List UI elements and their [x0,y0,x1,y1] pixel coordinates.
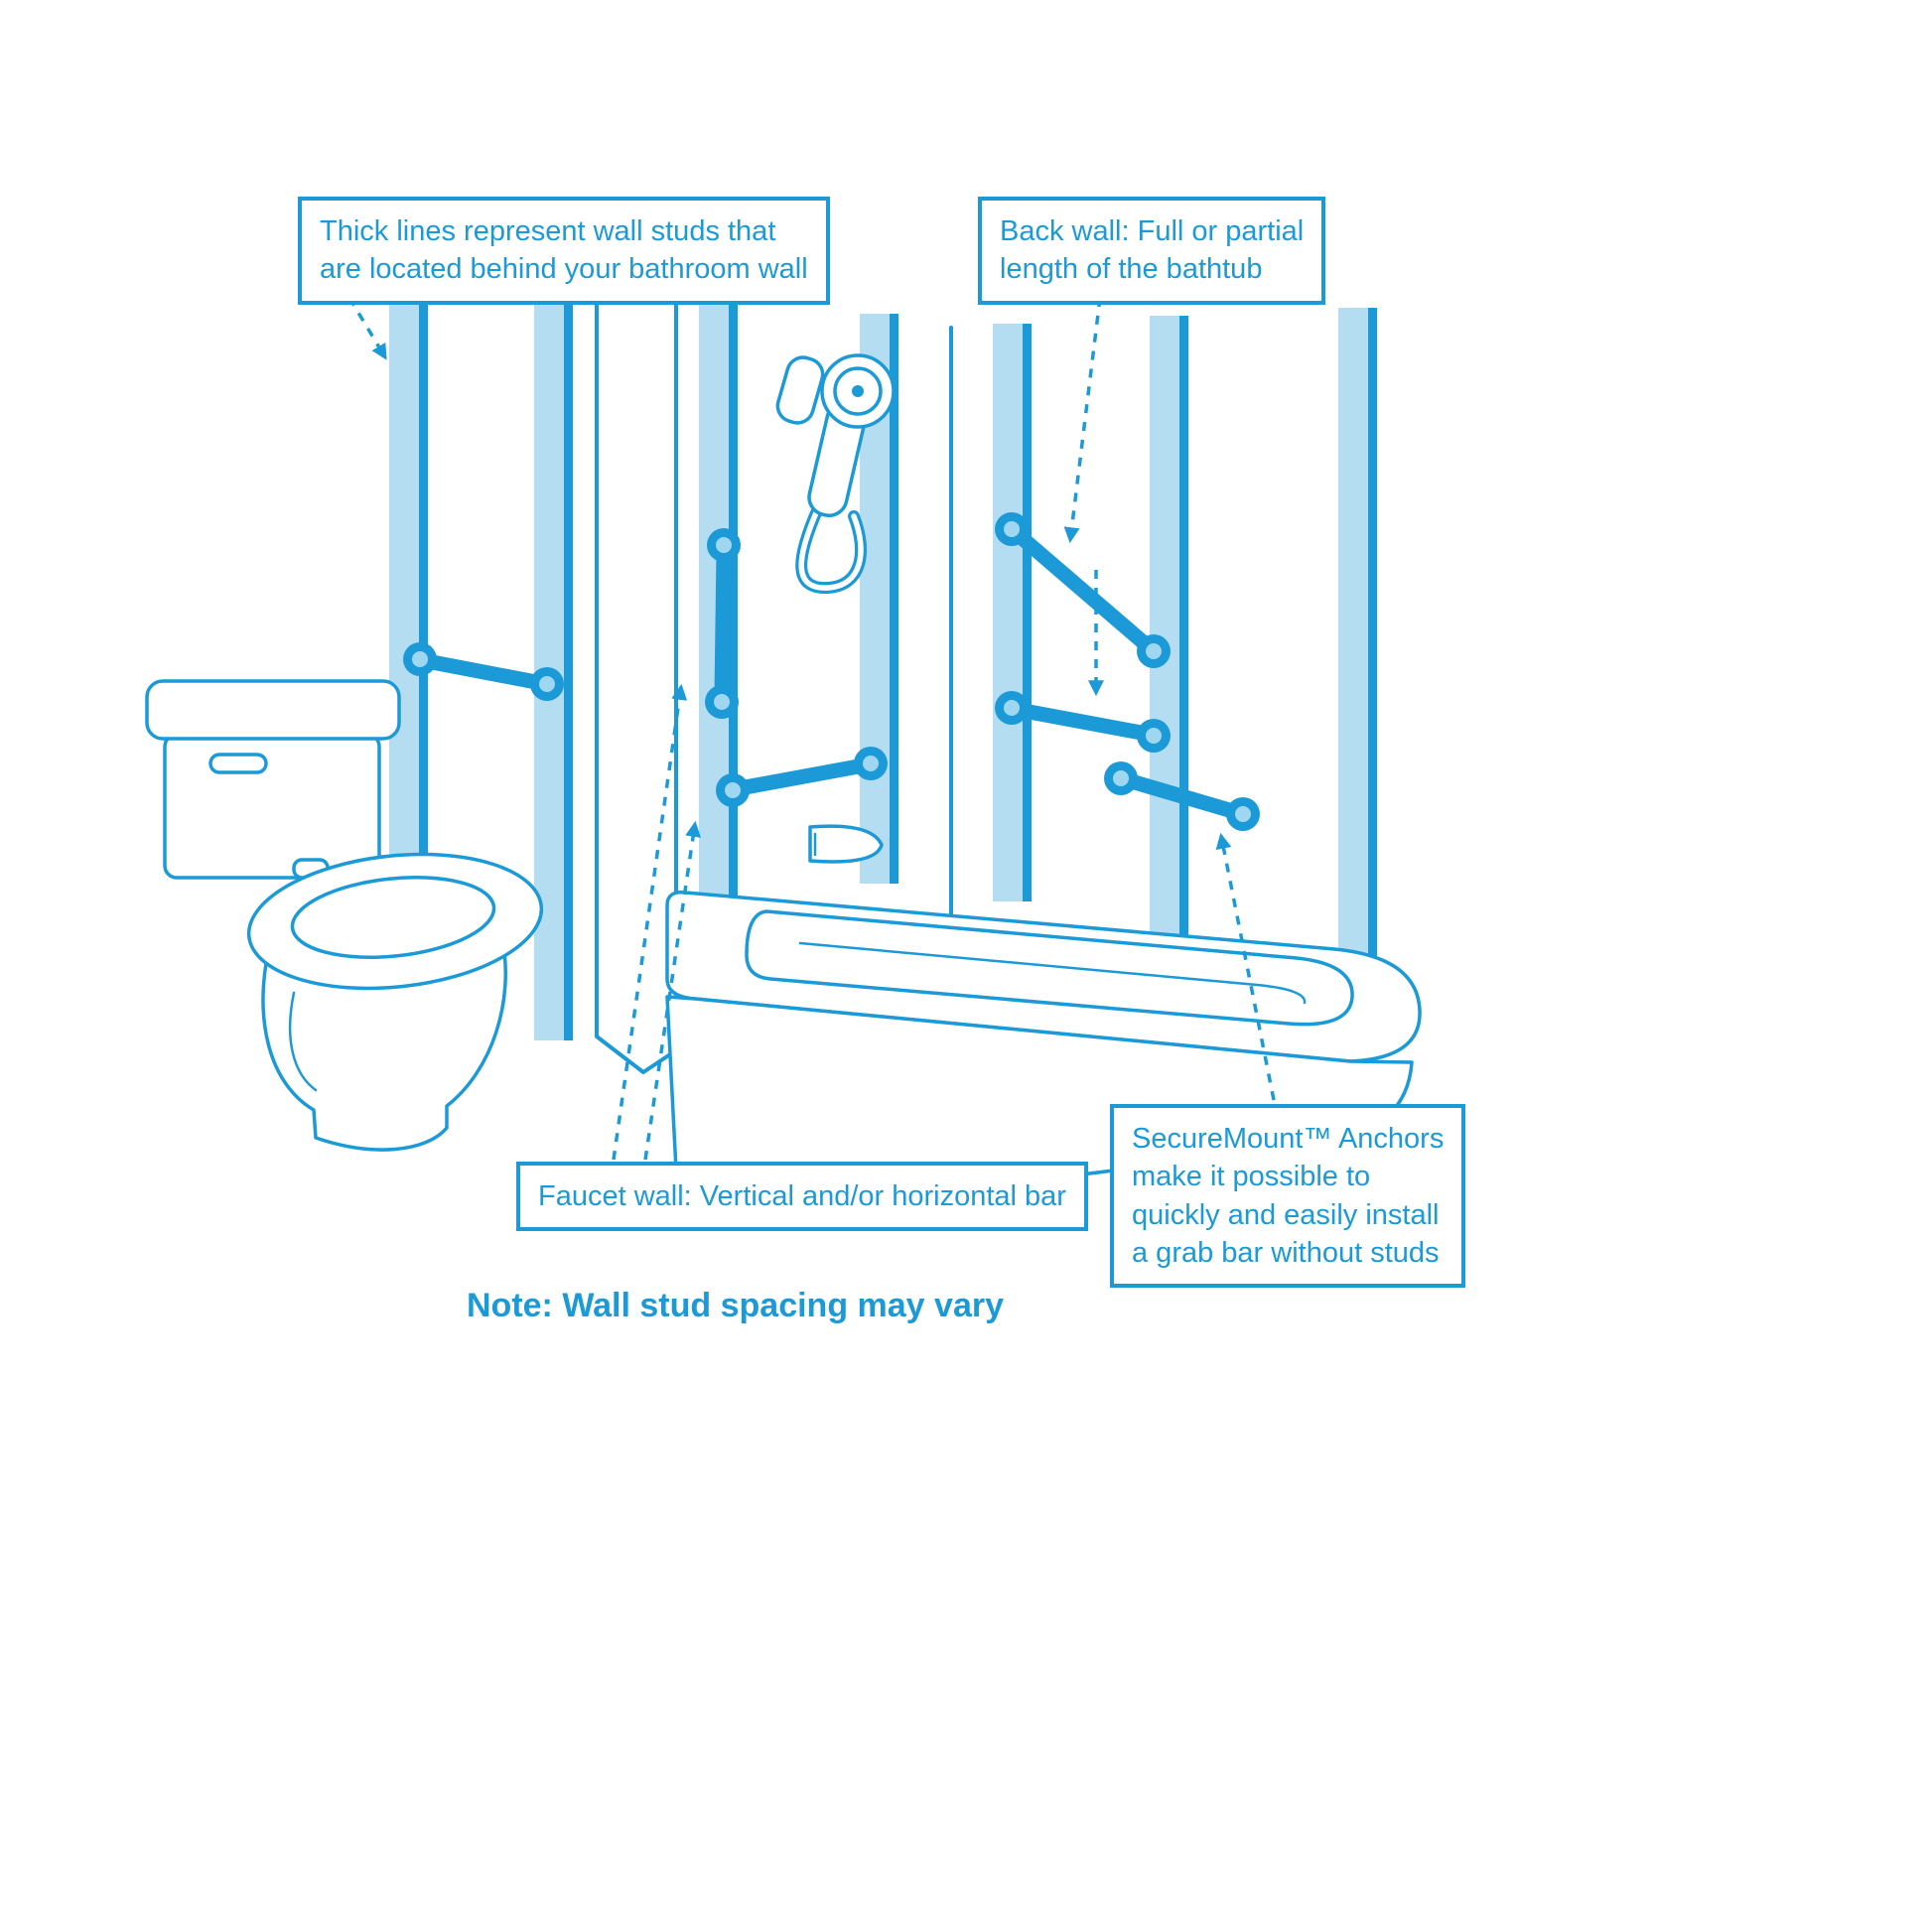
callout-arrows [347,297,1276,1161]
wall-corner-lines [595,296,953,1074]
stud-spacing-note: Note: Wall stud spacing may vary [467,1287,1004,1324]
callout-securemount-line3: quickly and easily install [1132,1198,1440,1231]
toilet-flush-handle [208,753,268,774]
grab-bar-back-diagonal [995,512,1171,668]
callout-wall-studs: Thick lines represent wall studs that ar… [298,197,830,305]
callout-securemount: SecureMount™ Anchors make it possible to… [1110,1104,1466,1289]
grab-bar-back-horizontal [995,691,1171,753]
arrow-faucet-vertical-bar [612,683,688,1161]
callout-securemount-line1: SecureMount™ Anchors [1132,1123,1445,1155]
callout-securemount-line4: a grab bar without studs [1132,1236,1440,1269]
grab-bar-faucet-horizontal [716,747,888,807]
grab-bar-securemount [1104,761,1260,831]
wall-studs-back [993,308,1377,959]
arrow-wall-studs [347,297,387,360]
arrow-back-wall-diagonal-bar [1063,297,1102,544]
toilet [145,679,544,1152]
callout-back-wall-line1: Back wall: Full or partial [1000,215,1305,247]
callout-wall-studs-line1: Thick lines represent wall studs that [320,215,776,247]
callout-back-wall: Back wall: Full or partial length of the… [978,197,1326,305]
callout-wall-studs-line2: are located behind your bathroom wall [320,253,808,286]
callout-securemount-line2: make it possible to [1132,1161,1371,1193]
arrow-faucet-horizontal-bar [643,820,702,1161]
shower-head [775,353,896,595]
callout-faucet-wall: Faucet wall: Vertical and/or horizontal … [516,1162,1088,1232]
grab-bar-left-wall [403,642,564,701]
callout-back-wall-line2: length of the bathtub [1000,253,1263,286]
callout-faucet-wall-line1: Faucet wall: Vertical and/or horizontal … [538,1180,1066,1212]
grab-bar-faucet-vertical [705,528,741,719]
faucet-spout [808,824,884,864]
